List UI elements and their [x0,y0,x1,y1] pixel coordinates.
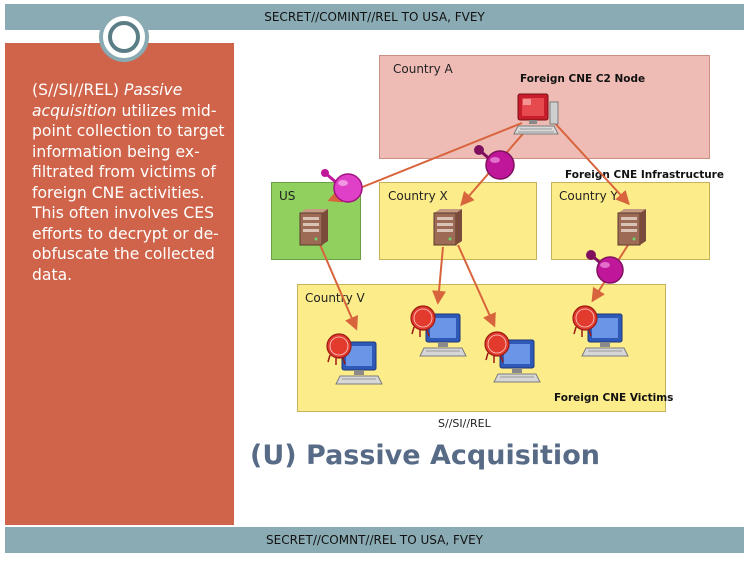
collection-probe-icon-y [586,250,624,284]
classification-banner-bottom: SECRET//COMNT//REL TO USA, FVEY [5,527,744,553]
banner-bottom-text: SECRET//COMNT//REL TO USA, FVEY [266,533,483,547]
label-c2-node: Foreign CNE C2 Node [520,73,646,85]
label-country-a: Country A [393,62,453,76]
page-title: (U) Passive Acquisition [250,440,600,471]
label-victims: Foreign CNE Victims [554,392,674,404]
infected-computer-icon-2 [410,305,467,357]
infected-computer-icon-1 [326,333,383,385]
collection-probe-icon-us [321,169,363,203]
ring-ornament-icon [99,12,149,62]
server-icon-x [433,209,462,246]
collection-probe-icon-x [474,145,515,180]
label-infrastructure: Foreign CNE Infrastructure [565,169,724,181]
server-icon-y [617,209,646,246]
side-classification: (S//SI//REL) [32,81,119,99]
label-country-x: Country X [388,189,448,203]
side-emphasis: Passive acquisition [32,81,183,120]
c2-computer-icon [513,93,559,135]
infected-computer-icon-4 [572,305,629,357]
infected-computer-icon-3 [484,331,541,383]
server-icon-us [299,209,328,246]
label-country-y: Country Y [559,189,618,203]
side-panel [5,43,234,525]
label-us: US [279,189,296,203]
banner-top-text: SECRET//COMINT//REL TO USA, FVEY [264,10,485,24]
diagram-classification: S//SI//REL [438,417,491,430]
side-panel-text: (S//SI//REL) Passive acquisition utilize… [32,80,232,285]
side-body: utilizes mid-point collection to target … [32,101,225,284]
label-country-v: Country V [305,291,365,305]
